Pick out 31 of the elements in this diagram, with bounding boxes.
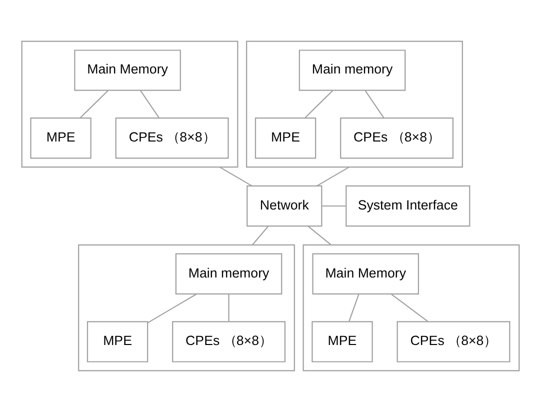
connector xyxy=(147,292,197,323)
node-box: Main memory xyxy=(298,49,406,90)
node-box: MPE xyxy=(312,320,373,362)
connector xyxy=(219,166,252,186)
connector xyxy=(80,89,109,118)
connector xyxy=(140,90,160,118)
cluster xyxy=(246,40,463,168)
node-box: CPEs （8×8） xyxy=(172,320,286,362)
connector xyxy=(308,225,332,245)
connector xyxy=(322,204,346,206)
cluster xyxy=(21,40,238,168)
connector xyxy=(228,293,230,321)
connector xyxy=(252,225,269,245)
node-box: Main Memory xyxy=(312,252,420,294)
node-box: MPE xyxy=(30,117,92,158)
node-box: Main memory xyxy=(175,252,282,294)
connector xyxy=(390,293,428,322)
node-box: Main Memory xyxy=(74,49,181,90)
node-box: Network xyxy=(246,184,322,226)
node-box: CPEs （8×8） xyxy=(115,117,229,158)
connector xyxy=(364,90,384,118)
node-box: CPEs （8×8） xyxy=(340,117,454,158)
connector xyxy=(316,166,350,186)
cluster xyxy=(302,244,520,371)
connector xyxy=(304,89,334,118)
node-box: CPEs （8×8） xyxy=(396,320,510,362)
cluster xyxy=(78,244,295,371)
node-box: MPE xyxy=(254,117,316,158)
node-box: MPE xyxy=(86,320,148,362)
connector xyxy=(348,293,360,322)
node-box: System Interface xyxy=(346,184,470,226)
